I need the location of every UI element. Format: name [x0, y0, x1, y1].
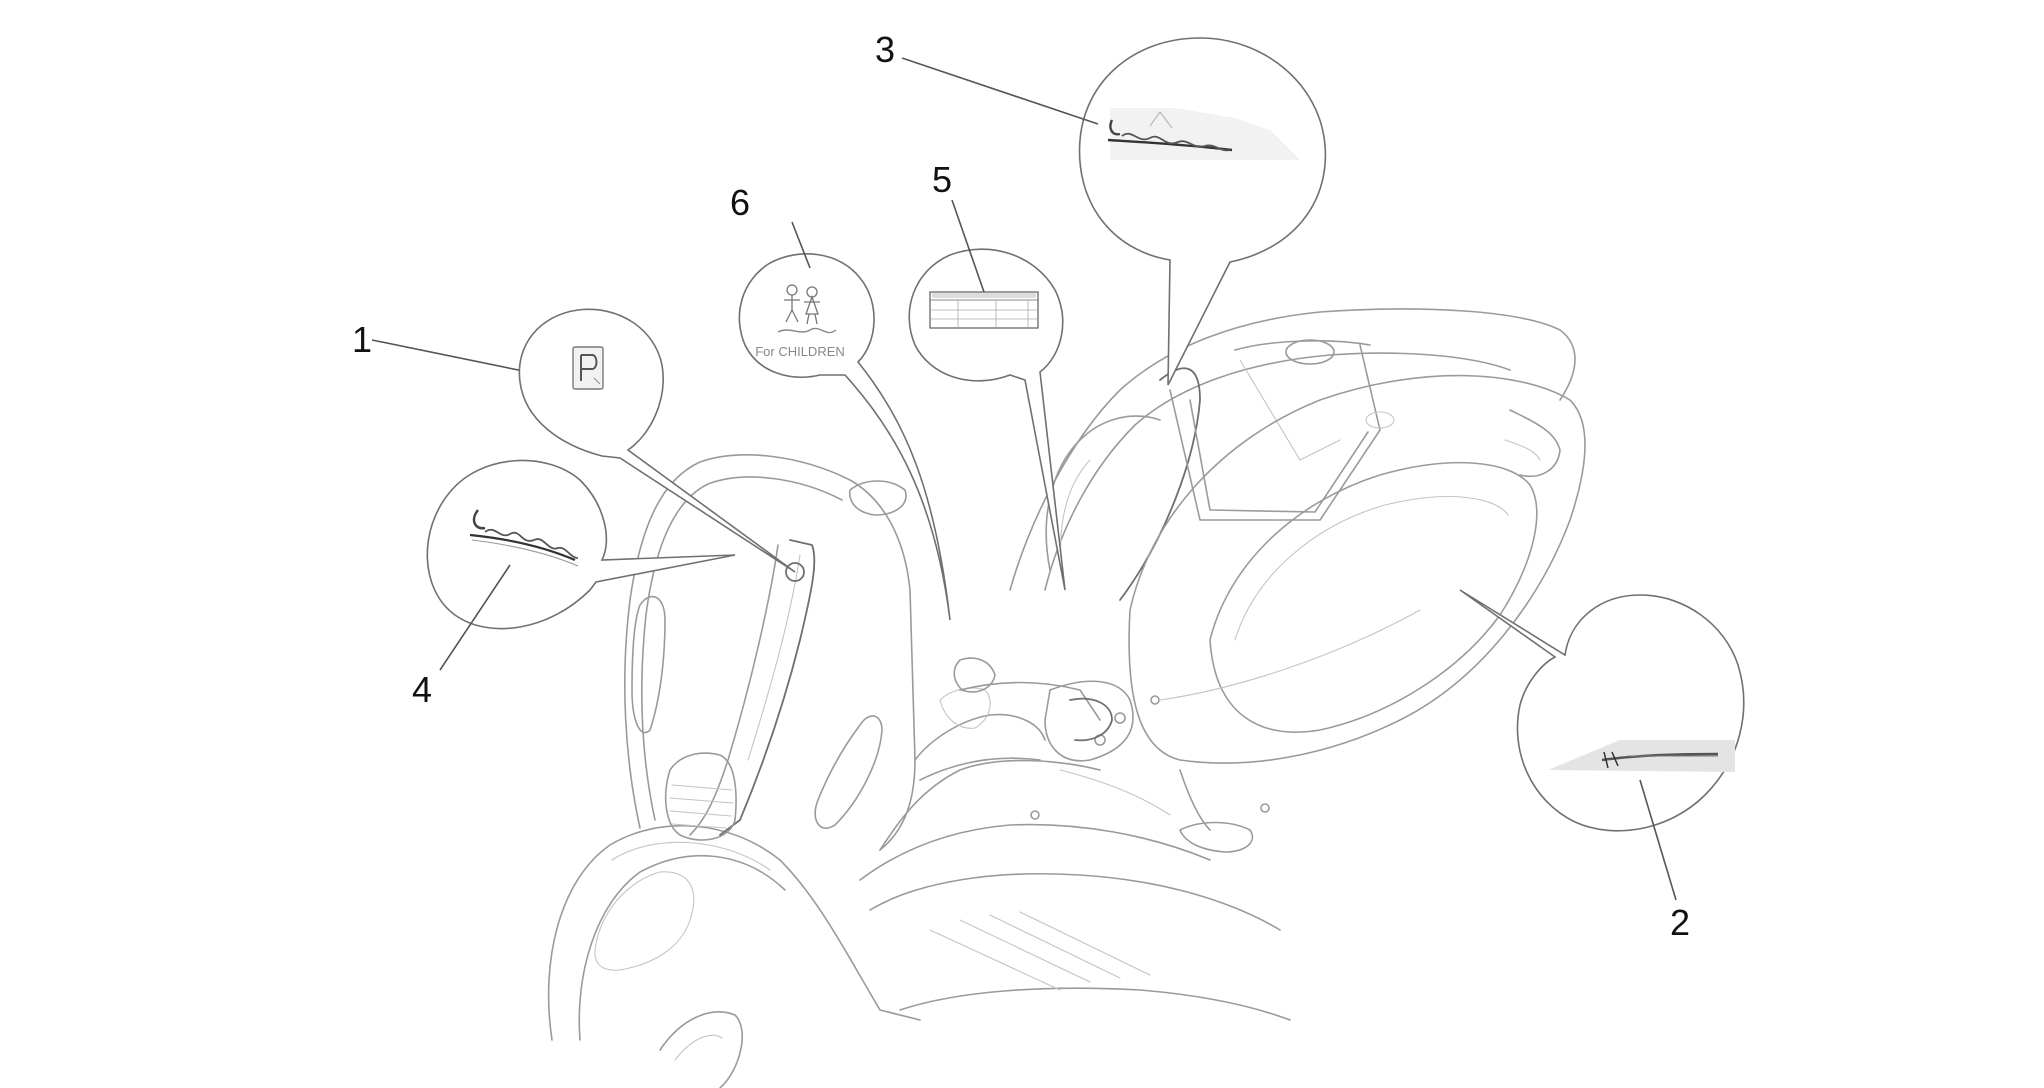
- callout-2: 2: [1459, 589, 1745, 943]
- front-fender: [547, 824, 921, 1088]
- callout-4-number: 4: [412, 669, 432, 710]
- scooter-outline: [547, 308, 1586, 1088]
- callout-4-bubble: [426, 459, 736, 630]
- children-decal-text: For CHILDREN: [755, 344, 845, 359]
- callout-1: 1: [352, 308, 796, 573]
- callout-2-number: 2: [1670, 902, 1690, 943]
- rear-body: [1009, 308, 1586, 831]
- primavera-logo-icon: [1548, 740, 1735, 772]
- warning-label-icon: [929, 291, 1039, 329]
- callout-5-line: [951, 199, 985, 293]
- callout-5-number: 5: [932, 159, 952, 200]
- tunnel-cover: [1044, 680, 1134, 762]
- callout-3-bubble: [1078, 37, 1327, 386]
- callout-5-bubble: [908, 248, 1066, 591]
- callout-6-line: [791, 221, 811, 269]
- callout-2-line: [1639, 779, 1677, 901]
- callout-3-number: 3: [875, 29, 895, 70]
- callout-3: 3: [875, 29, 1327, 386]
- callout-4: 4: [412, 459, 736, 710]
- callout-4-line: [439, 564, 511, 671]
- callout-6-bubble: [738, 253, 951, 621]
- leg-shield: [624, 454, 916, 851]
- callout-2-bubble: [1459, 589, 1745, 832]
- callout-5: 5: [908, 159, 1066, 591]
- vespa-logo-icon: [469, 509, 579, 567]
- callout-1-line: [371, 339, 529, 373]
- vespa-badge-icon: [1107, 108, 1300, 160]
- piaggio-emblem-icon: [572, 346, 604, 390]
- callout-6-number: 6: [730, 182, 750, 223]
- children-figures-icon: [777, 284, 837, 334]
- frame-center: [859, 657, 1291, 1021]
- callout-6: For CHILDREN 6: [730, 182, 951, 621]
- callout-3-line: [901, 57, 1099, 125]
- callout-1-number: 1: [352, 319, 372, 360]
